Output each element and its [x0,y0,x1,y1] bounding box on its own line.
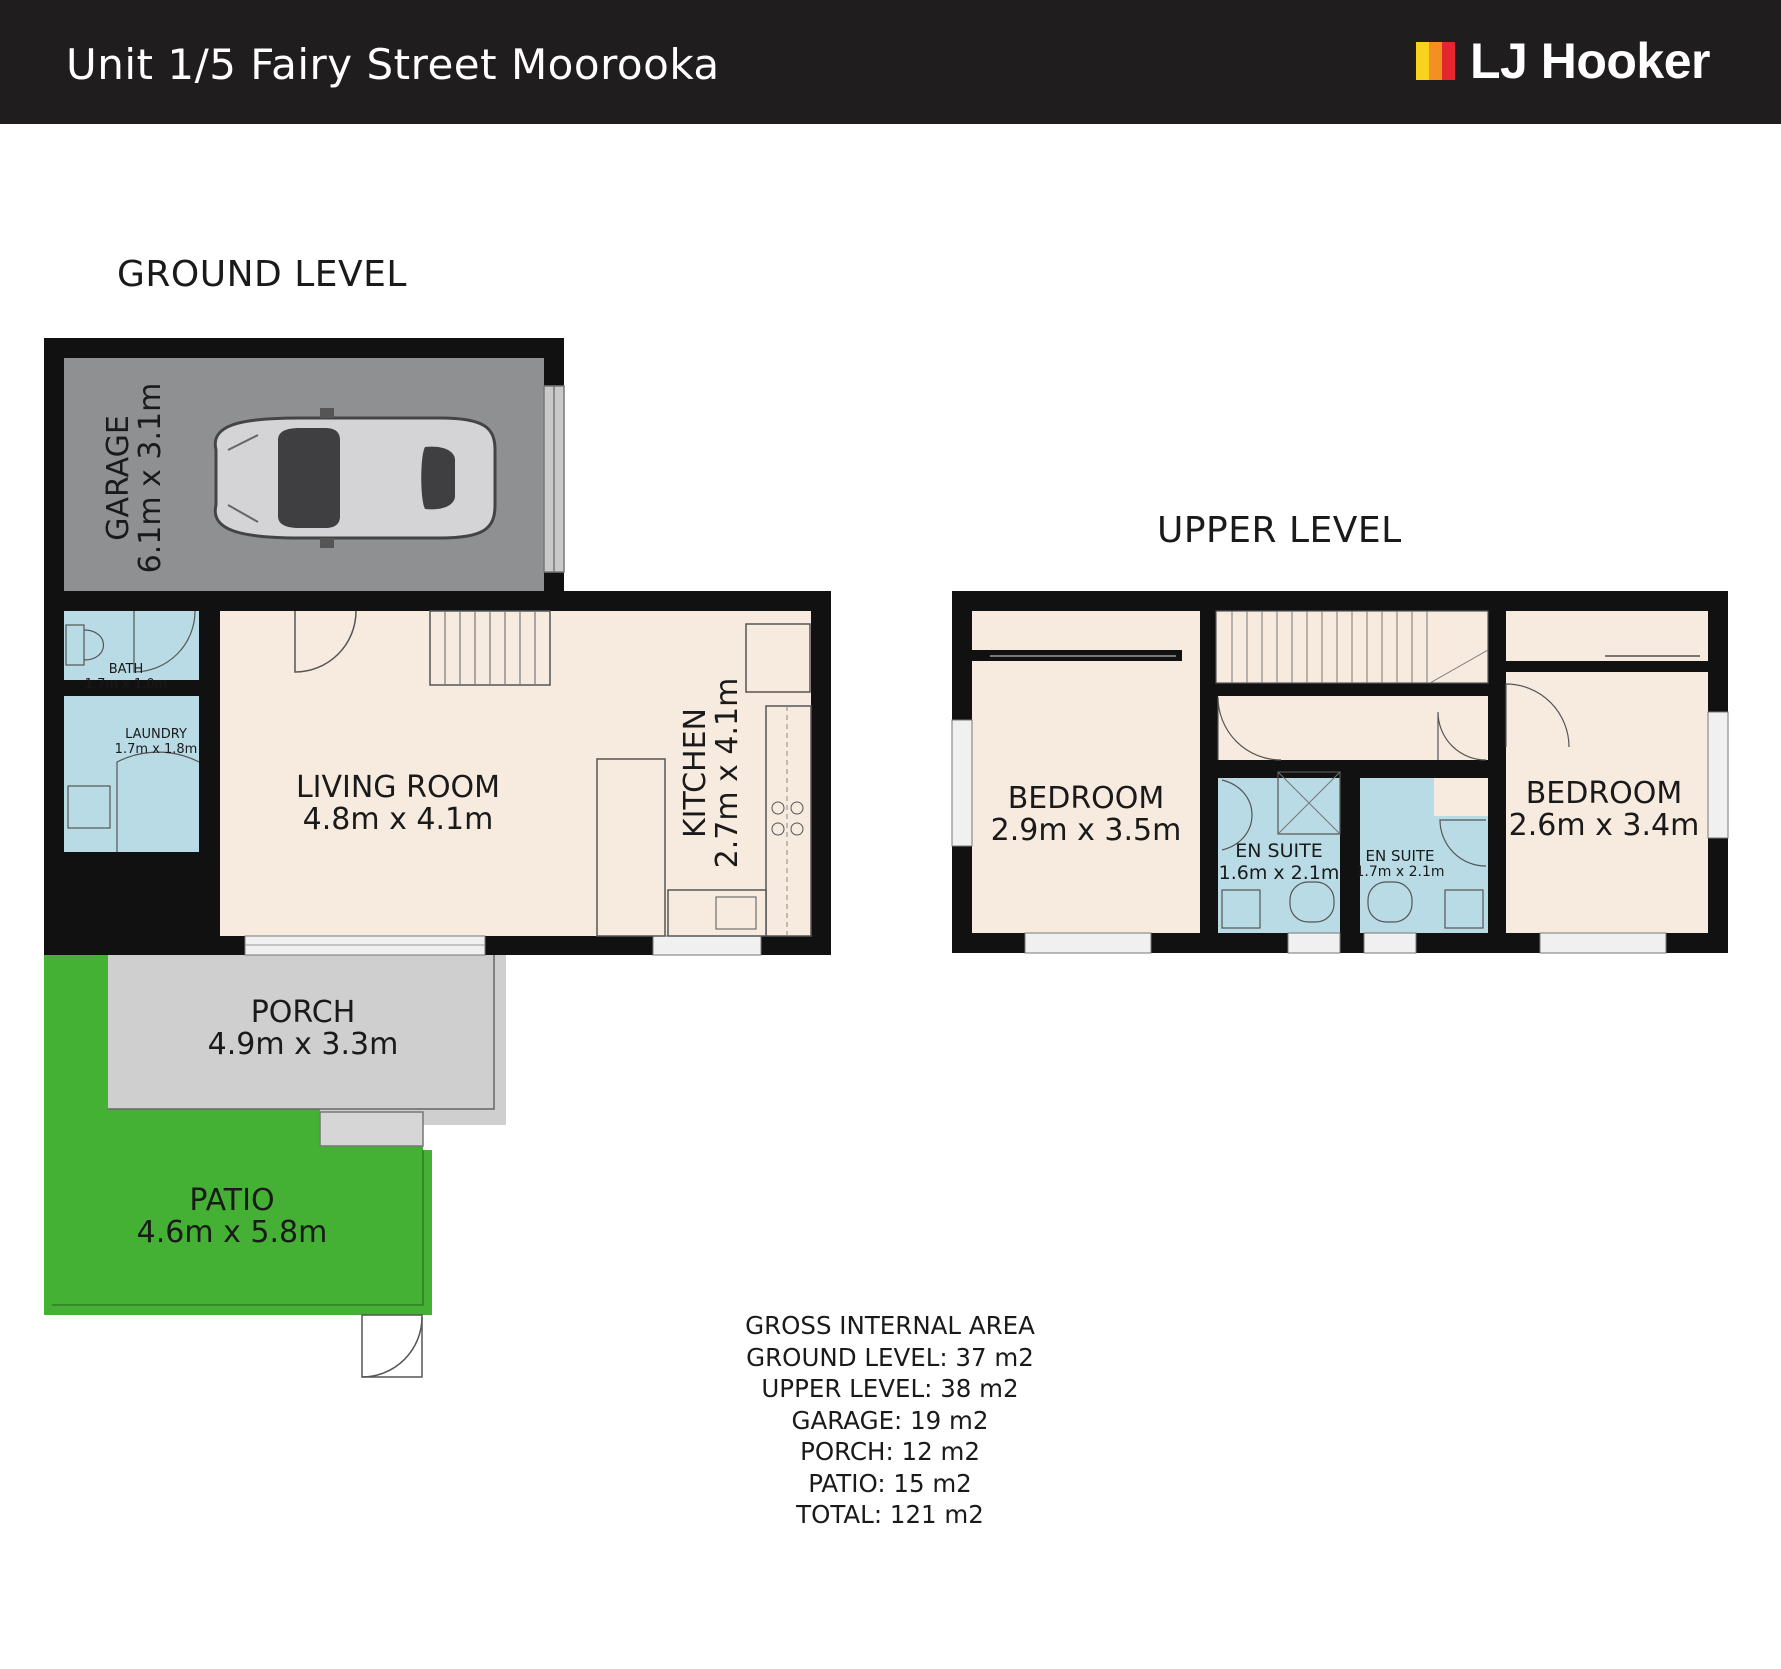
kitchen-label: KITCHEN [678,708,713,838]
upper-walls [951,591,1729,954]
patio-label: PATIO [189,1183,274,1218]
garage-label: GARAGE [101,415,136,541]
upper-room-labels: BEDROOM 2.9m x 3.5m EN SUITE 1.6m x 2.1m… [991,776,1700,884]
porch-size: 4.9m x 3.3m [208,1027,399,1062]
logo-text: LJ Hooker [1470,33,1711,89]
ground-level-title: GROUND LEVEL [117,254,407,295]
patio-area [44,853,432,1378]
garage-area [44,338,565,603]
bedroom-1-label: BEDROOM [1008,781,1165,816]
porch-label: PORCH [251,995,356,1030]
garage-size: 6.1m x 3.1m [133,383,168,574]
header-bar: Unit 1/5 Fairy Street Moorooka LJ Hooker [0,0,1781,124]
area-line-porch: PORCH: 12 m2 [800,1437,980,1466]
area-line-total: TOTAL: 121 m2 [796,1500,984,1529]
ensuite-2-label: EN SUITE [1365,847,1434,865]
upper-level-title: UPPER LEVEL [1157,510,1402,551]
bath-label: BATH [109,662,144,677]
kitchen-size: 2.7m x 4.1m [710,678,745,869]
area-line-garage: GARAGE: 19 m2 [791,1405,989,1435]
living-room-size: 4.8m x 4.1m [303,802,494,837]
living-room-label: LIVING ROOM [296,770,500,805]
laundry-size: 1.7m x 1.8m [115,742,198,757]
porch-area [108,853,506,1147]
bedroom-2-label: BEDROOM [1526,776,1683,811]
ground-room-labels: GARAGE 6.1m x 3.1m BATH 1.7m x 1.0m LAUN… [85,383,745,1250]
area-line-upper: UPPER LEVEL: 38 m2 [761,1374,1019,1403]
ensuite-2-size: 1.7m x 2.1m [1356,864,1445,880]
ground-walls [44,591,831,956]
laundry-label: LAUNDRY [125,727,187,742]
property-address: Unit 1/5 Fairy Street Moorooka [66,40,720,89]
bedroom-1-size: 2.9m x 3.5m [991,813,1182,848]
bath-size: 1.7m x 1.0m [85,677,168,692]
logo-mark-icon [1416,42,1458,80]
ensuite-1-label: EN SUITE [1235,840,1322,862]
car-icon [213,408,497,548]
area-line-ground: GROUND LEVEL: 37 m2 [746,1342,1034,1372]
area-line-patio: PATIO: 15 m2 [808,1468,972,1498]
patio-size: 4.6m x 5.8m [137,1215,328,1250]
area-title: GROSS INTERNAL AREA [745,1311,1035,1340]
ensuite-1-size: 1.6m x 2.1m [1219,862,1340,884]
bedroom-2-size: 2.6m x 3.4m [1509,808,1700,843]
gross-internal-area: GROSS INTERNAL AREA GROUND LEVEL: 37 m2 … [660,1310,1120,1531]
